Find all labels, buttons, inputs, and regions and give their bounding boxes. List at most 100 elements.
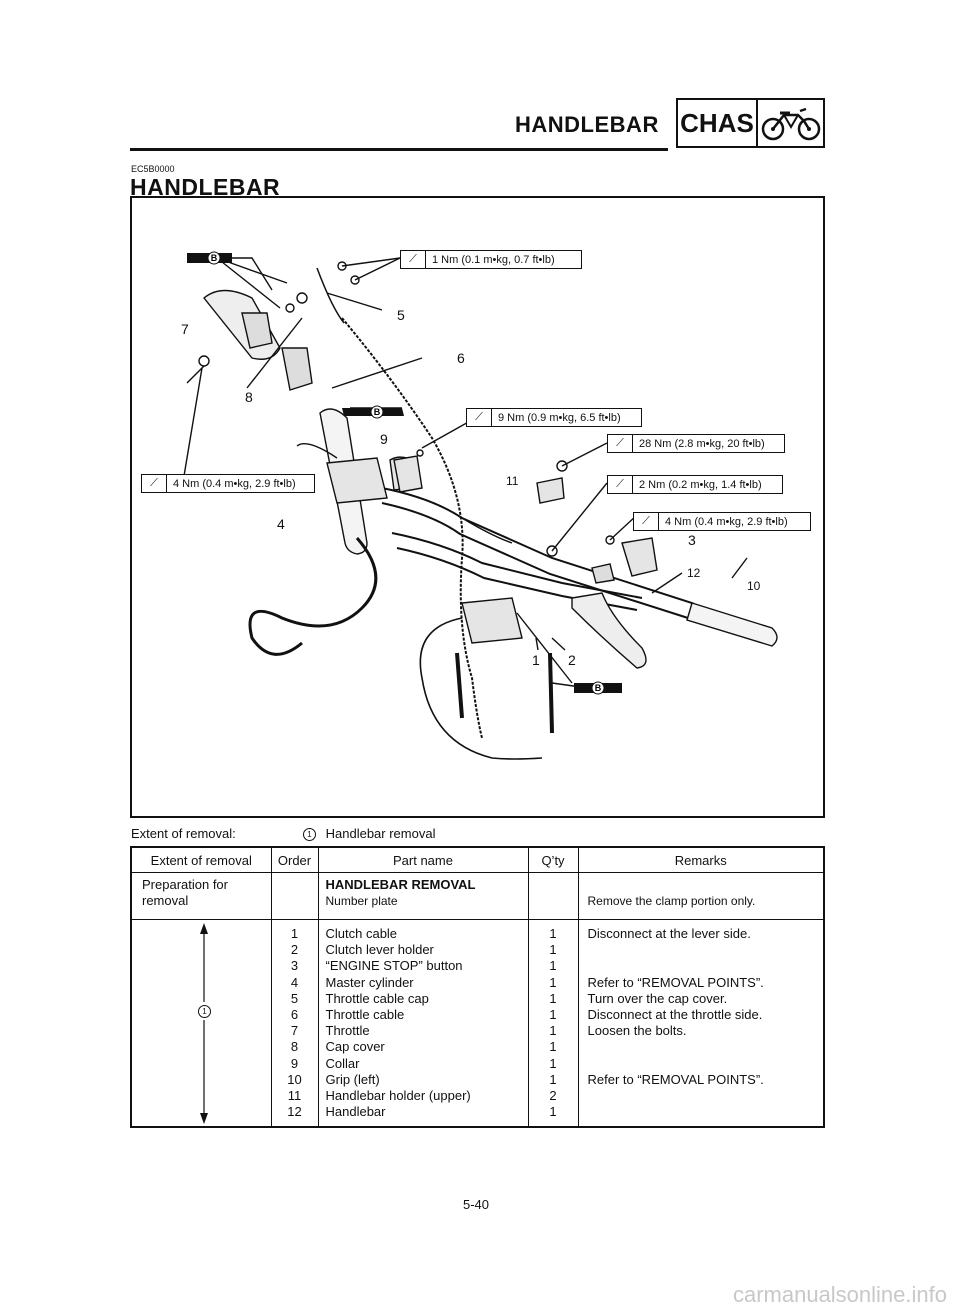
grease-mark-label: B [595,683,602,693]
table-cell-order: 8 [290,1039,299,1055]
torque-spec-label: ⟋ 4 Nm (0.4 m•kg, 2.9 ft•lb) [633,512,811,531]
table-cell-order: 12 [287,1104,302,1120]
header-rule [130,148,668,151]
torque-wrench-icon: ⟋ [142,475,167,492]
table-cell-order: 4 [290,974,299,990]
column-header: Remarks [577,847,825,873]
table-cell-part: Cap cover [325,1039,385,1055]
removal-heading: HANDLEBAR REMOVAL [325,877,476,892]
table-cell-qty: 1 [549,974,557,990]
handlebar-exploded-diagram: B B B ⟋ 1 Nm (0.1 m•kg, 0.7 ft•lb) ⟋ 9 N… [130,196,825,818]
callout-number: 5 [397,307,405,323]
table-cell-remark [588,1039,824,1055]
table-cell-order: 11 [287,1087,302,1103]
table-cell-qty: 1 [549,1071,557,1087]
table-cell-remark [588,942,824,958]
document-code: EC5B0000 [131,164,175,174]
table-cell-qty: 1 [549,1006,557,1022]
table-cell-remark: Turn over the cap cover. [587,990,728,1006]
table-cell-remark: Disconnect at the lever side. [587,926,751,941]
column-header: Order [270,847,319,873]
table-header-row: Extent of removal Order Part name Q’ty R… [130,847,825,873]
torque-wrench-icon: ⟋ [608,435,633,452]
table-cell-order: 7 [290,1023,299,1039]
table-cell-part: Clutch lever holder [325,942,434,958]
callout-number: 11 [506,474,519,488]
table-cell-order: 5 [290,990,299,1006]
table-cell-qty: 1 [549,942,557,958]
torque-wrench-icon: ⟋ [634,513,659,530]
table-cell-qty: 2 [549,1087,557,1103]
table-cell-remark [588,958,824,974]
torque-spec-label: ⟋ 4 Nm (0.4 m•kg, 2.9 ft•lb) [141,474,315,493]
extent-of-removal-label: Extent of removal: [131,826,236,841]
table-cell-qty: 1 [549,1039,557,1055]
column-header: Part name [317,847,529,873]
watermark: carmanualsonline.info [732,1282,947,1307]
callout-number: 10 [747,579,761,593]
table-cell-remark: Refer to “REMOVAL POINTS”. [587,974,764,990]
table-cell-remark [588,1104,824,1120]
table-cell-part: “ENGINE STOP” button [325,958,463,974]
table-cell-qty: 1 [549,958,557,974]
table-cell-part: Master cylinder [325,974,414,990]
torque-wrench-icon: ⟋ [401,251,426,268]
callout-number: 7 [181,321,189,337]
torque-spec-label: ⟋ 9 Nm (0.9 m•kg, 6.5 ft•lb) [466,408,642,427]
table-cell-order: 1 [290,926,299,941]
section-badge: CHAS [676,98,825,148]
extent-range-arrow [194,923,214,1124]
table-cell-order: 6 [290,1006,299,1022]
table-cell-part: Throttle [325,1023,370,1039]
parts-table: Extent of removal Order Part name Q’ty R… [130,846,825,1128]
torque-spec-label: ⟋ 28 Nm (2.8 m•kg, 20 ft•lb) [607,434,785,453]
callout-number: 8 [245,389,253,405]
table-cell-qty: 1 [549,926,557,941]
table-cell-part: Clutch cable [325,926,398,941]
table-cell-remark: Loosen the bolts. [587,1023,687,1039]
callout-number: 1 [532,652,540,668]
table-cell-qty: 1 [549,1104,557,1120]
table-cell-order: 10 [287,1071,302,1087]
table-cell-order: 9 [290,1055,299,1071]
column-header: Extent of removal [130,847,272,873]
diagram-artwork: B B B [181,251,778,760]
header-title: HANDLEBAR [515,112,659,137]
table-cell-part: Throttle cable cap [325,990,429,1006]
callout-number: 9 [380,431,388,447]
table-cell-part: Grip (left) [325,1071,380,1087]
table-cell-part: Handlebar [325,1104,386,1120]
prep-part-name: Number plate [325,894,398,908]
table-cell-qty: 1 [549,990,557,1006]
torque-wrench-icon: ⟋ [608,476,633,493]
torque-spec-label: ⟋ 2 Nm (0.2 m•kg, 1.4 ft•lb) [607,475,783,494]
callout-number: 2 [568,652,576,668]
callout-number: 6 [457,350,465,366]
grease-marker-icon [187,251,622,695]
table-cell-order: 2 [290,942,299,958]
grease-mark-label: B [211,253,218,263]
motorcycle-icon [758,100,823,146]
table-cell-part: Collar [325,1055,360,1071]
grease-mark-label: B [374,407,381,417]
torque-spec-label: ⟋ 1 Nm (0.1 m•kg, 0.7 ft•lb) [400,250,582,269]
callout-number: 12 [687,566,701,580]
extent-range-cell: 1 [130,919,272,1127]
column-header: Q’ty [527,847,579,873]
table-cell-part: Throttle cable [325,1006,405,1022]
table-cell-qty: 1 [549,1023,557,1039]
table-cell-remark: Refer to “REMOVAL POINTS”. [587,1071,764,1087]
page-number: 5-40 [463,1197,490,1212]
table-cell-remark [588,1088,824,1104]
table-cell-qty: 1 [549,1055,557,1071]
section-badge-label: CHAS [678,100,758,146]
section-title: HANDLEBAR [130,174,281,200]
torque-wrench-icon: ⟋ [467,409,492,426]
circled-number-icon: 1 [303,828,316,841]
callout-number: 4 [277,516,285,532]
table-cell-part: Handlebar holder (upper) [325,1087,471,1103]
circled-number-icon: 1 [198,1005,211,1018]
